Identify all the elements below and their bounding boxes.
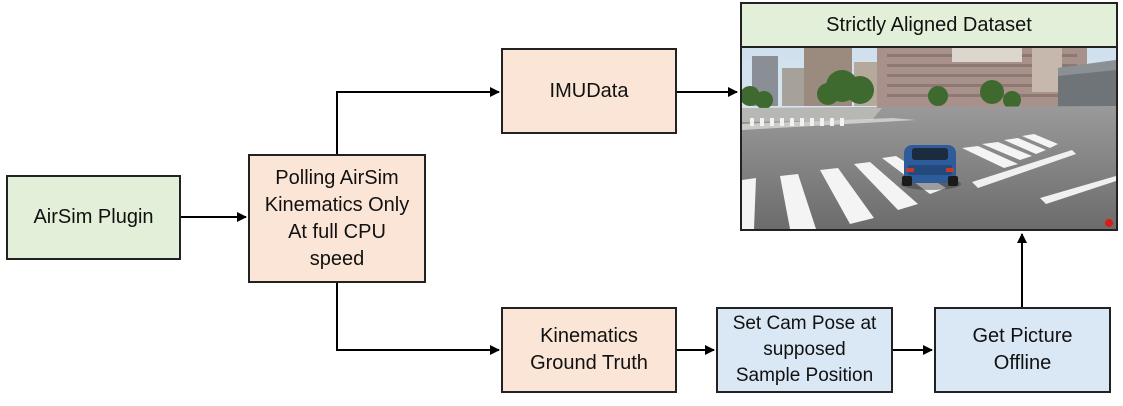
- polling-node: Polling AirSim Kinematics Only At full C…: [248, 154, 426, 283]
- set-cam-pose-node: Set Cam Pose at supposed Sample Position: [716, 307, 893, 393]
- dataset-node: Strictly Aligned Dataset: [740, 2, 1118, 231]
- city-scene-image: [742, 48, 1116, 229]
- dataset-title: Strictly Aligned Dataset: [742, 4, 1116, 48]
- arrow-polling-to-kinematics: [336, 283, 500, 355]
- airsim-plugin-node: AirSim Plugin: [6, 175, 181, 260]
- get-picture-node: Get Picture Offline: [934, 307, 1111, 393]
- kinematics-ground-truth-node: Kinematics Ground Truth: [501, 307, 677, 393]
- record-indicator-icon: [1105, 219, 1113, 227]
- arrow-polling-to-imudata: [336, 87, 500, 154]
- imudata-node: IMUData: [501, 48, 677, 134]
